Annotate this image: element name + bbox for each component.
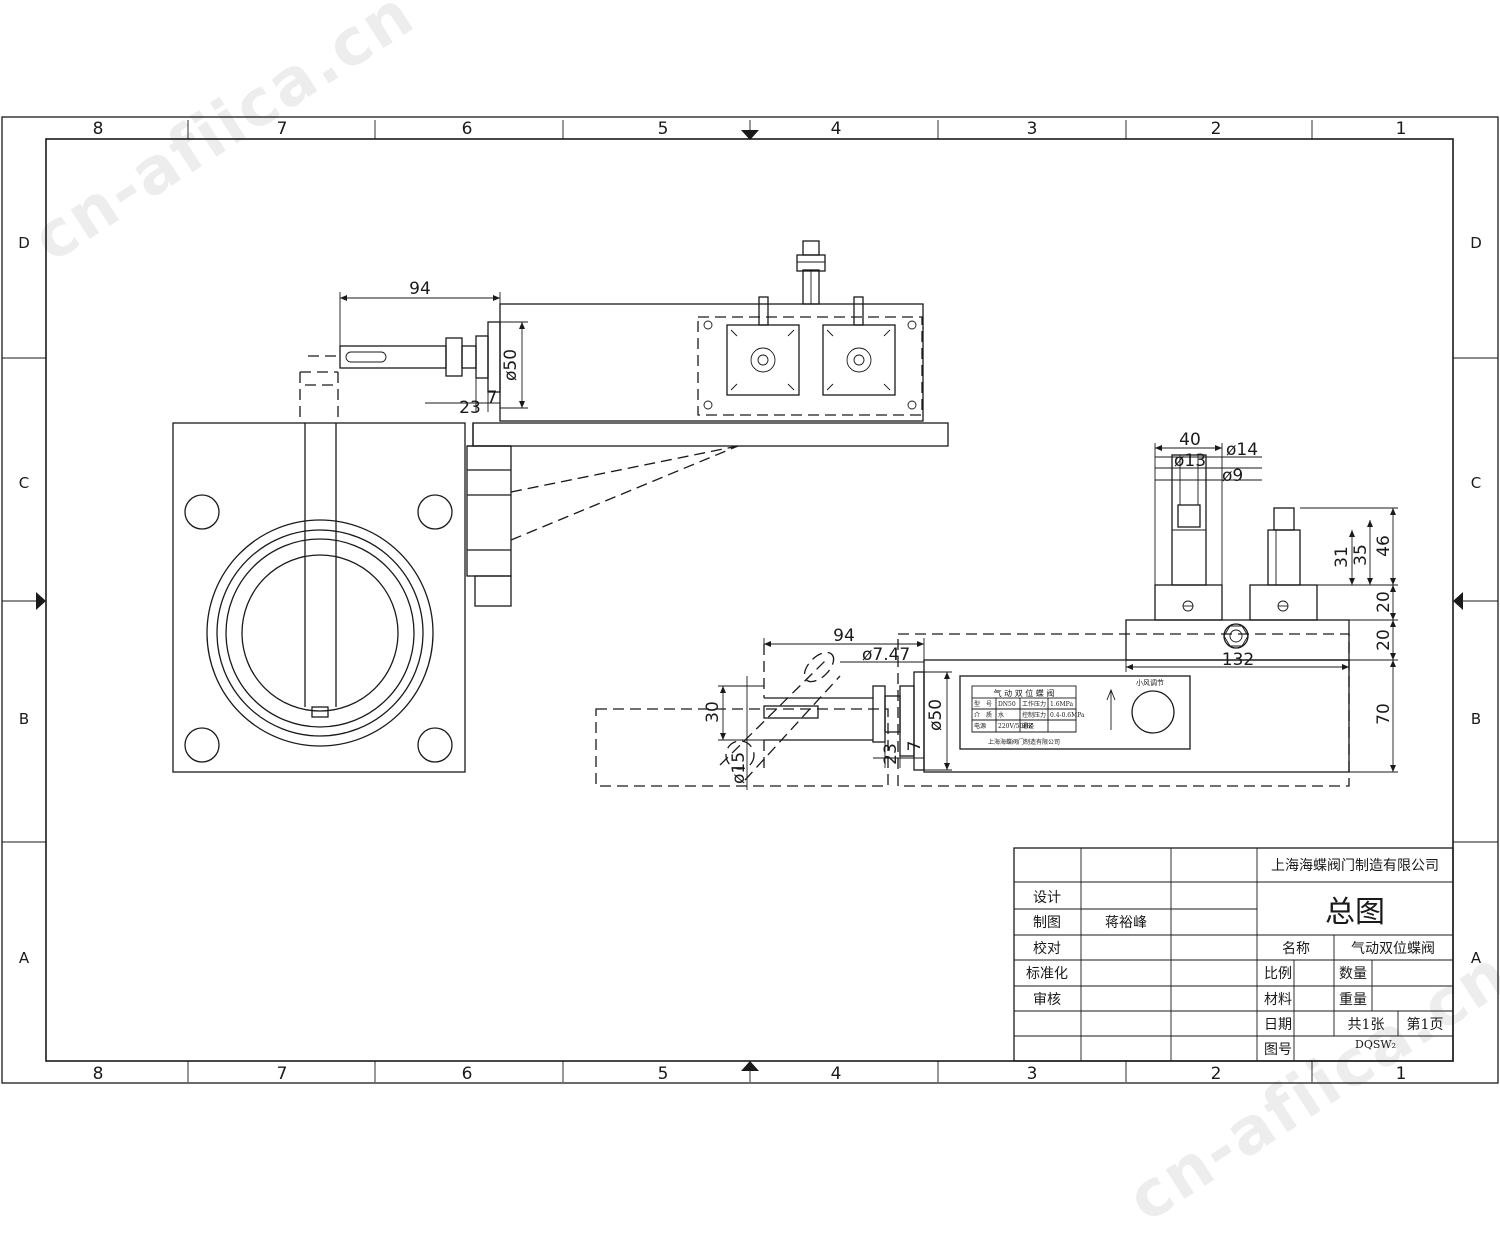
np-r2c1: 介 质: [974, 711, 992, 719]
np-r3c3: 通径: [1022, 722, 1034, 730]
row-labels-left: D C B A: [18, 234, 30, 967]
np-footer: 上海海蝶阀门制造有限公司: [988, 738, 1060, 746]
row-labels-right: D C B A: [1470, 234, 1482, 967]
dim-top-small-a: 23: [459, 398, 481, 418]
dim-len132: 132: [1222, 650, 1254, 670]
tb-drawing-title: 总图: [1325, 895, 1385, 930]
column-labels-top: 8 7 6 5 4 3 2 1: [93, 119, 1407, 139]
tb-dwg-no: DQSW₂: [1355, 1038, 1396, 1051]
col-label: 1: [1396, 119, 1407, 139]
row-label: B: [19, 710, 29, 728]
actuator-side-view: [595, 454, 1350, 787]
row-label: A: [19, 949, 30, 967]
col-label: 3: [1027, 119, 1038, 139]
np-r2c2: 水: [998, 711, 1004, 719]
tb-label-review: 审核: [1033, 992, 1061, 1008]
dim-dia9: ø9: [1222, 466, 1243, 486]
drawing-frame: [1, 116, 1499, 1084]
dim-dia14: ø14: [1226, 440, 1258, 460]
dim-top-small-b: 7: [487, 388, 498, 408]
tb-sheet-no: 第1页: [1407, 1016, 1444, 1033]
col-label: 7: [277, 119, 288, 139]
dim-switch-width: 40: [1179, 430, 1201, 450]
tb-label-standard: 标准化: [1026, 966, 1068, 982]
col-label: 4: [831, 119, 842, 139]
tb-drafter: 蒋裕峰: [1105, 915, 1147, 931]
dim-bottom-small-b: 7: [905, 741, 925, 752]
dim-h46: 46: [1374, 535, 1394, 557]
tb-name-label: 名称: [1282, 941, 1310, 957]
valve-front-view: [172, 371, 466, 773]
tb-name-value: 气动双位蝶阀: [1351, 941, 1435, 957]
np-r1c1: 型 号: [974, 700, 992, 708]
np-r1c3: 工作压力: [1022, 700, 1046, 708]
dim-h31: 31: [1332, 546, 1352, 568]
row-label: D: [1470, 234, 1482, 252]
np-r3c2: 220V/50HZ: [998, 723, 1033, 730]
tb-material-label: 材料: [1264, 992, 1292, 1008]
col-label: 6: [462, 1064, 473, 1084]
tb-label-draw: 制图: [1033, 915, 1061, 931]
dim-dia747: ø7.47: [862, 645, 910, 665]
nameplate: 气 动 双 位 蝶 阀 型 号 DN50 工作压力 1.6MPa 介 质 水 控…: [959, 675, 1191, 750]
column-labels-bottom: 8 7 6 5 4 3 2 1: [93, 1064, 1407, 1084]
side-dimensions: 40 ø14 ø13 ø9 31 35 46 20 20 70 132 94 ø…: [703, 430, 1398, 790]
dim-bottom-small-a: 23: [881, 743, 901, 765]
tb-sheets-total: 共1张: [1348, 1017, 1385, 1033]
engineering-drawing: .l { stroke:#1a1a1a; stroke-width:1.3; f…: [1, 116, 1499, 1084]
row-label: C: [19, 474, 29, 492]
col-label: 6: [462, 119, 473, 139]
np-r2c3: 控制压力: [1022, 711, 1046, 719]
dim-h20a: 20: [1374, 591, 1394, 613]
dim-bottom-length: 94: [833, 626, 855, 646]
dim-top-length: 94: [409, 279, 431, 299]
np-r2c4: 0.4-0.6MPa: [1050, 712, 1085, 719]
np-r1c4: 1.6MPa: [1050, 701, 1073, 708]
col-label: 3: [1027, 1064, 1038, 1084]
dim-top-flange-dia: ø50: [501, 349, 521, 381]
col-label: 5: [658, 119, 669, 139]
col-label: 8: [93, 1064, 104, 1084]
col-label: 2: [1211, 1064, 1222, 1084]
row-label: A: [1471, 949, 1482, 967]
dim-30: 30: [703, 701, 723, 723]
tb-date-label: 日期: [1264, 1017, 1292, 1033]
dim-h35: 35: [1351, 544, 1371, 566]
tb-qty-label: 数量: [1339, 966, 1367, 982]
row-label: C: [1471, 474, 1481, 492]
tb-weight-label: 重量: [1339, 992, 1367, 1008]
title-block: 上海海蝶阀门制造有限公司 总图 设计 制图 蒋裕峰 校对 标准化 审核 名称 气…: [1013, 847, 1454, 1062]
tb-label-design: 设计: [1033, 890, 1061, 906]
top-actuator-coupling: [308, 321, 949, 607]
tb-dwg-no-label: 图号: [1264, 1042, 1292, 1058]
col-label: 1: [1396, 1064, 1407, 1084]
dim-bottom-flange-dia: ø50: [926, 699, 946, 731]
col-label: 2: [1211, 119, 1222, 139]
tb-company: 上海海蝶阀门制造有限公司: [1271, 858, 1439, 874]
col-label: 5: [658, 1064, 669, 1084]
dim-h70: 70: [1374, 703, 1394, 725]
np-gauge-label: 小风调节: [1136, 678, 1164, 687]
row-label: D: [18, 234, 30, 252]
col-label: 4: [831, 1064, 842, 1084]
tb-scale-label: 比例: [1264, 966, 1292, 982]
top-dimensions: 94 ø50 23 7: [339, 279, 528, 418]
nameplate-title: 气 动 双 位 蝶 阀: [994, 688, 1055, 698]
dim-dia15: ø15: [729, 752, 749, 784]
np-r3c1: 电源: [974, 722, 986, 730]
col-label: 7: [277, 1064, 288, 1084]
np-r1c2: DN50: [998, 701, 1016, 708]
dim-dia13: ø13: [1174, 451, 1206, 471]
dim-h20b: 20: [1374, 629, 1394, 651]
tb-label-check: 校对: [1033, 940, 1061, 957]
col-label: 8: [93, 119, 104, 139]
solenoid-panel: [499, 240, 924, 422]
row-label: B: [1471, 710, 1481, 728]
